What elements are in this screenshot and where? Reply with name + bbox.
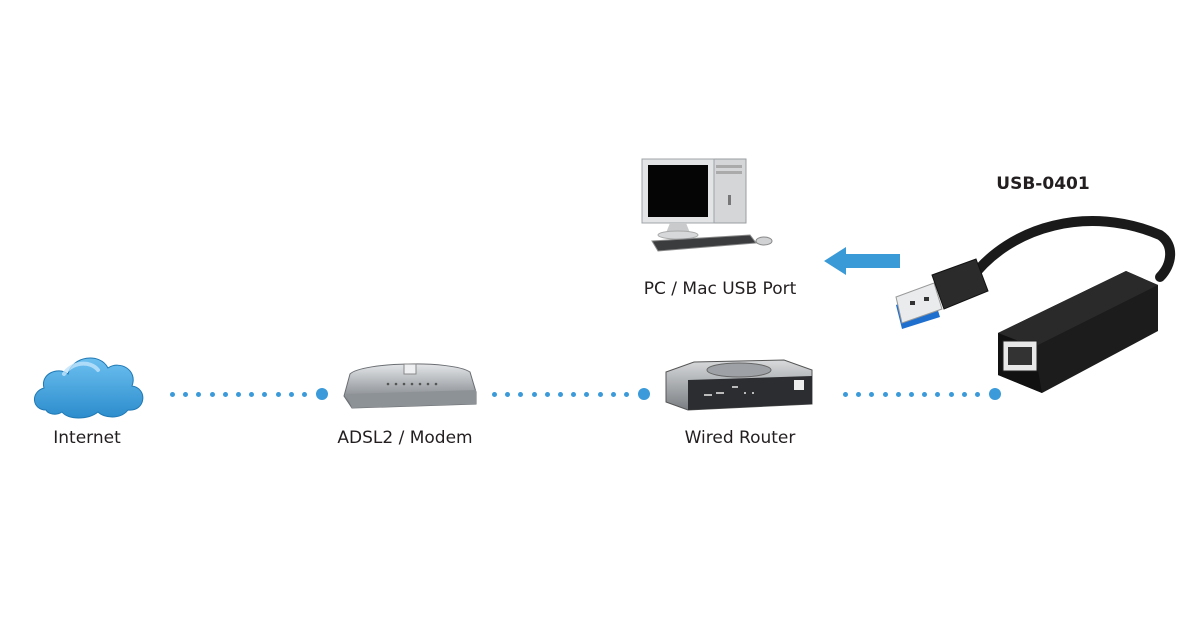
connector-dot (196, 392, 202, 397)
pc-label: PC / Mac USB Port (643, 279, 797, 299)
connector-dot (882, 392, 888, 397)
connector-dot (922, 392, 928, 397)
desktop-computer-icon (641, 158, 773, 252)
connector-dot (843, 392, 848, 397)
connector-dot (275, 392, 281, 397)
connector-dot (236, 392, 241, 397)
connector-dot (531, 392, 537, 397)
connector-dot (492, 392, 497, 397)
connector-dot (856, 392, 862, 397)
connector-dot (935, 392, 941, 397)
modem-icon (343, 363, 477, 409)
connector-dot (909, 392, 914, 397)
connector-dot (961, 392, 967, 397)
connector-dot (505, 392, 511, 397)
connector-dot (584, 392, 590, 397)
router-label: Wired Router (684, 428, 796, 448)
connector-modem-router (492, 387, 652, 403)
connector-dot (288, 392, 294, 397)
arrow-left-icon (824, 247, 900, 275)
connector-end-dot (316, 388, 329, 400)
connector-dot (610, 392, 616, 397)
connector-dot (948, 392, 954, 397)
internet-label: Internet (53, 428, 121, 448)
usb-ethernet-adapter-icon (895, 216, 1176, 393)
connector-dot (170, 392, 175, 397)
connector-dot (222, 392, 228, 397)
cloud-icon (34, 357, 144, 419)
connector-dot (209, 392, 215, 397)
connector-dot (518, 392, 524, 397)
router-icon (665, 359, 813, 411)
connector-dot (262, 392, 268, 397)
connector-dot (249, 392, 255, 397)
connector-dot (869, 392, 875, 397)
connector-router-adapter (843, 387, 1003, 403)
connector-dot (558, 392, 563, 397)
modem-label: ADSL2 / Modem (337, 428, 473, 448)
connector-end-dot (638, 388, 651, 400)
adapter-title: USB-0401 (996, 174, 1090, 194)
connector-internet-modem (170, 387, 330, 403)
connector-dot (597, 392, 603, 397)
connector-dot (895, 392, 901, 397)
connector-dot (302, 392, 307, 397)
connector-dot (571, 392, 577, 397)
connector-dot (183, 392, 189, 397)
connector-end-dot (989, 388, 1002, 400)
connector-dot (624, 392, 629, 397)
connector-dot (975, 392, 980, 397)
connector-dot (544, 392, 550, 397)
